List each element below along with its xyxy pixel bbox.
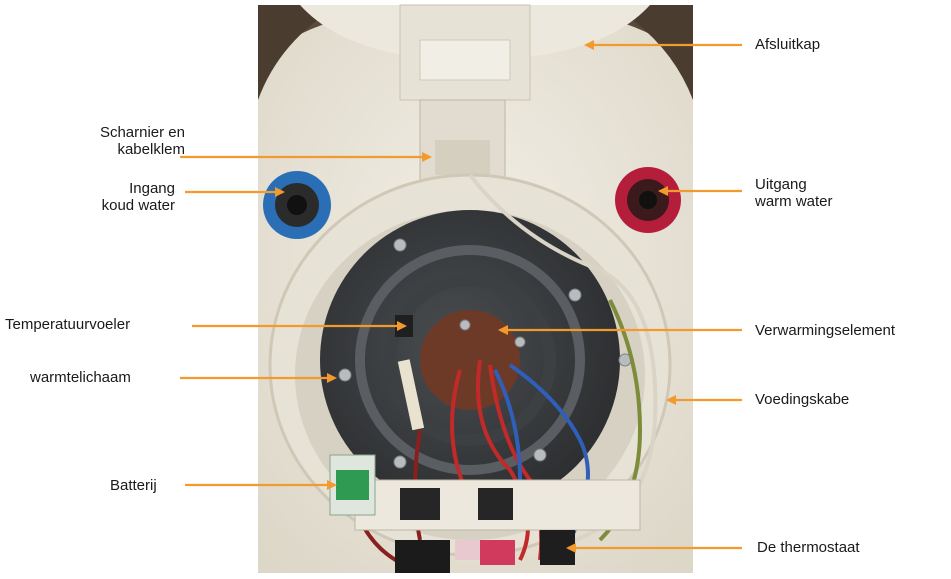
label-afsluitkap: Afsluitkap xyxy=(755,36,821,53)
label-uitgang-warm-water: Uitgang warm water xyxy=(755,176,833,210)
label-voedingskabe: Voedingskabe xyxy=(755,391,850,408)
label-de-thermostaat: De thermostaat xyxy=(757,539,860,556)
label-batterij: Batterij xyxy=(110,477,157,494)
label-verwarmingselement: Verwarmingselement xyxy=(755,322,896,339)
label-scharnier-kabelklem: Scharnier en kabelklem xyxy=(99,124,185,158)
label-ingang-koud-water: Ingang koud water xyxy=(101,180,175,214)
label-warmtelichaam: warmtelichaam xyxy=(30,369,131,386)
label-temperatuurvoeler: Temperatuurvoeler xyxy=(5,316,131,333)
